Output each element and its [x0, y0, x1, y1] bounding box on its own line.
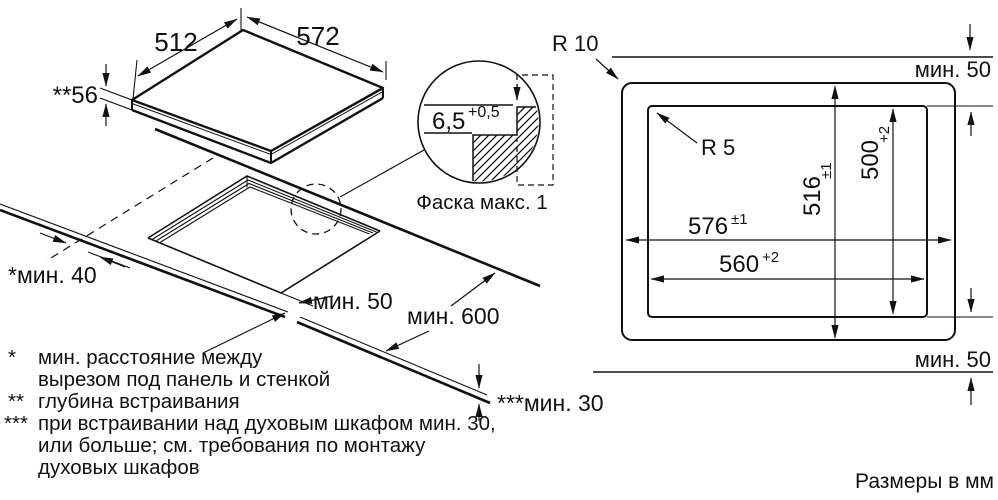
corner-radius-outer-label: R 10: [552, 31, 598, 56]
rebate-depth-tolerance-label: +0,5: [468, 104, 500, 121]
footnote-text: или больше; см. требования по монтажу: [38, 434, 426, 457]
footnote-text: мин. расстояние между: [38, 346, 263, 369]
min50-arrow: [202, 312, 286, 354]
cutout-outer-front-edges: [147, 230, 381, 294]
detail-leader-line: [339, 149, 425, 198]
outer-depth-label-group: 516 ±1: [799, 162, 835, 216]
detail-circle: [417, 60, 541, 184]
min50-arrow: [298, 295, 334, 304]
r5-leader-arrow: [656, 112, 698, 144]
rebate-depth-label: 6,5: [432, 108, 465, 135]
worktop-front-edge-bottom: [0, 208, 491, 405]
inner-width-label: 560: [719, 251, 759, 278]
outer-width-tolerance-label: ±1: [731, 211, 748, 228]
detail-reference-circle: [290, 183, 342, 235]
glass-edge-dashed-outline: [516, 74, 554, 186]
panel-height-label: **56: [53, 82, 98, 109]
inner-depth-tolerance-label: +2: [876, 126, 893, 143]
inner-width-tolerance-label: +2: [762, 249, 779, 266]
rebate-profile-outline: [472, 106, 536, 181]
chamfer-detail-view: 6,5 +0,5 Фаска макс. 1: [416, 60, 554, 214]
min-oven-clearance-label: ***мин. 30: [497, 390, 604, 416]
footnotes: * мин. расстояние между вырезом под пане…: [4, 346, 496, 479]
footnote-text: вырезом под панель и стенкой: [38, 368, 330, 391]
footnote-marker: ***: [4, 412, 28, 435]
min600-arrow: [385, 330, 430, 352]
footnote-text: духовых шкафов: [38, 456, 200, 479]
cutout-step-line: [151, 179, 377, 240]
cutout-step-line: [159, 186, 370, 243]
min-wall-distance-label: *мин. 40: [8, 262, 97, 288]
footnote-text: глубина встраивания: [38, 390, 240, 413]
min-worktop-depth-label: мин. 600: [407, 303, 500, 329]
cooktop-body-corner-edges: [131, 88, 384, 163]
min40-arrow: [99, 256, 126, 268]
outer-width-label: 576: [688, 213, 728, 240]
corner-radius-inner-label: R 5: [701, 135, 735, 160]
footnote-marker: *: [8, 346, 16, 369]
units-note: Размеры в мм: [855, 470, 994, 493]
extension-line: [132, 59, 138, 100]
cutout-top-view: R 10 R 5 мин. 50 мин. 50 516 ±1 500 +2 5…: [552, 24, 993, 405]
width-front-dim-line: [246, 16, 384, 73]
worktop-back-edge: [154, 127, 541, 288]
cooktop-isometric-view: 512 572 **56: [53, 8, 387, 165]
appliance-outline-rect: [621, 82, 956, 341]
inner-depth-label-group: 500 +2: [857, 126, 893, 180]
clearance-bottom-label: мин. 50: [915, 347, 991, 372]
panel-width-back-label: 512: [154, 27, 197, 57]
min-front-distance-label: мин. 50: [313, 288, 393, 314]
outer-depth-tolerance-label: ±1: [818, 162, 835, 179]
extension-line: [280, 292, 314, 307]
panel-width-front-label: 572: [296, 21, 339, 51]
worktop-cutout: [147, 175, 381, 294]
r10-leader-arrow: [595, 58, 619, 80]
chamfer-caption: Фаска макс. 1: [416, 191, 548, 214]
min600-arrow: [450, 272, 496, 307]
cutout-rect: [647, 105, 928, 318]
clearance-top-label: мин. 50: [915, 57, 991, 82]
cutout-step-line: [155, 182, 374, 242]
inner-depth-label: 500: [857, 140, 884, 180]
width-back-dim-line: [137, 18, 238, 77]
cutout-projection-dashed-line: [45, 157, 214, 262]
footnote-text: при встраивании над духовым шкафом мин. …: [38, 412, 496, 435]
extension-line: [99, 87, 133, 111]
worktop-isometric-view: *мин. 40 мин. 50 мин. 600 ***мин. 30: [0, 127, 604, 421]
worktop-front-edge-top: [0, 203, 488, 396]
outer-depth-label: 516: [799, 176, 826, 216]
footnote-marker: **: [8, 390, 24, 413]
min40-arrow: [39, 232, 67, 244]
